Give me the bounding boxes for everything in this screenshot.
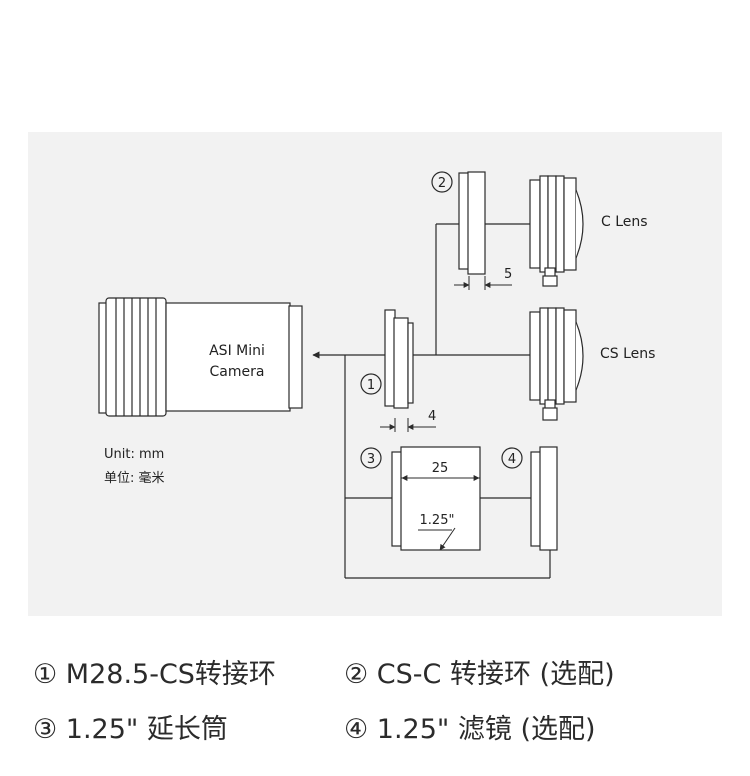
marker-circle-4 bbox=[501, 447, 523, 469]
dim-tube-thread: 1.25" bbox=[420, 513, 455, 528]
marker-circle-3 bbox=[360, 447, 382, 469]
unit-label-cn: 单位: 毫米 bbox=[104, 470, 165, 486]
marker-3-digit: 3 bbox=[367, 452, 375, 467]
filter bbox=[530, 446, 558, 551]
marker-1-digit: 1 bbox=[367, 378, 375, 393]
extension-tube bbox=[391, 446, 481, 551]
c-lens-label: C Lens bbox=[601, 214, 648, 230]
marker-circle-2 bbox=[431, 171, 453, 193]
legend-item-4: ④ 1.25" 滤镜 (选配) bbox=[344, 714, 596, 745]
dim-tube-length: 25 bbox=[432, 461, 449, 476]
camera-label-line1: ASI Mini bbox=[209, 343, 265, 359]
m28-cs-adapter bbox=[384, 309, 414, 409]
c-lens-shape bbox=[529, 175, 584, 287]
marker-circle-1 bbox=[360, 373, 382, 395]
cs-c-adapter bbox=[458, 171, 486, 275]
dim-c-spacer: 5 bbox=[504, 267, 512, 282]
legend-item-3: ③ 1.25" 延长筒 bbox=[33, 714, 228, 745]
cs-lens-shape bbox=[529, 307, 584, 421]
marker-4-digit: 4 bbox=[508, 452, 516, 467]
legend-item-2: ② CS-C 转接环 (选配) bbox=[344, 659, 615, 690]
dimension-marks bbox=[380, 276, 512, 551]
connection-lines bbox=[312, 223, 551, 579]
legend-item-1: ① M28.5-CS转接环 bbox=[33, 659, 276, 690]
camera-label-line2: Camera bbox=[210, 364, 265, 380]
unit-label-en: Unit: mm bbox=[104, 447, 164, 462]
dim-cs-adapter: 4 bbox=[428, 409, 436, 424]
camera-body bbox=[98, 297, 303, 417]
marker-2-digit: 2 bbox=[438, 176, 446, 191]
cs-lens-label: CS Lens bbox=[600, 346, 655, 362]
